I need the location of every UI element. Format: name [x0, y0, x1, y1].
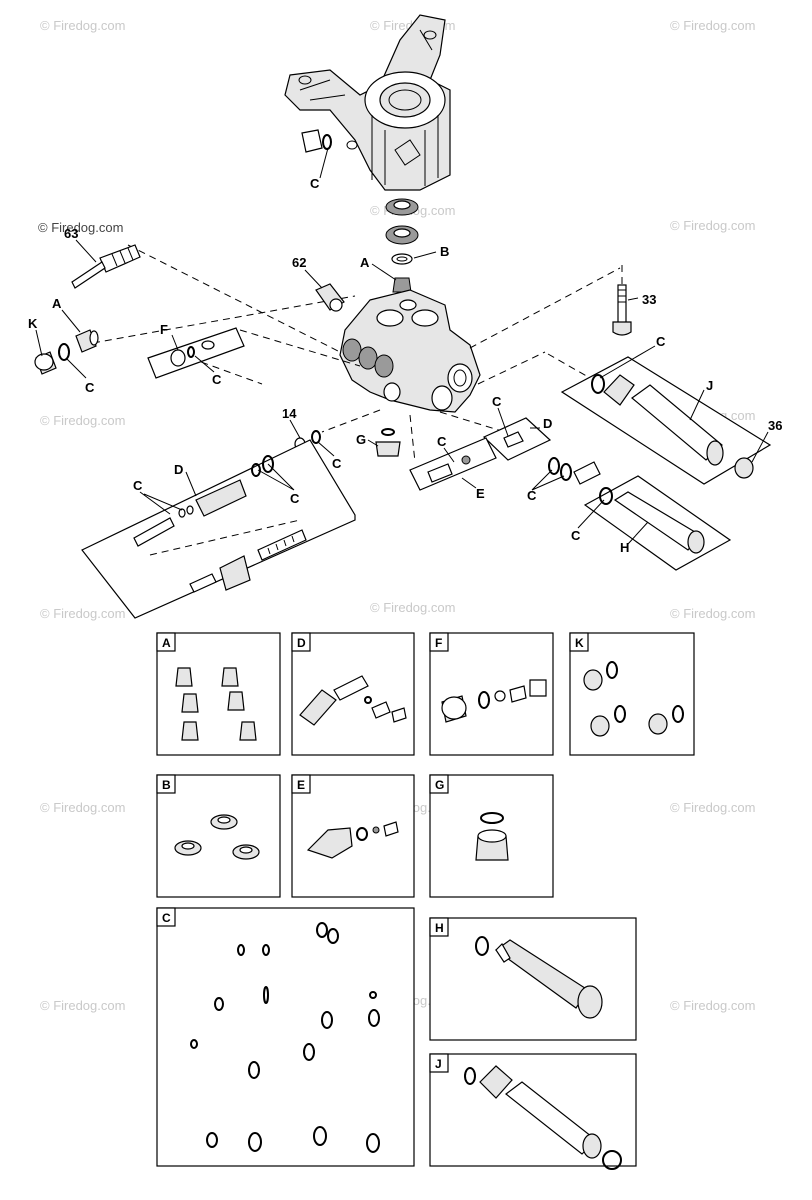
callout-c-left: C [85, 380, 95, 395]
callout-g: G [356, 432, 366, 447]
kit-panel-d: D [291, 632, 415, 756]
watermark: © Firedog.com [40, 800, 125, 815]
callout-c-pair: C [527, 488, 537, 503]
kit-letter-k: K [575, 636, 584, 650]
callout-c-h: C [571, 528, 581, 543]
kit-panel-a: A [156, 632, 281, 756]
watermark: © Firedog.com [40, 998, 125, 1013]
watermark: © Firedog.com [40, 18, 125, 33]
callout-c-d-left1: C [133, 478, 143, 493]
watermark: © Firedog.com [670, 998, 755, 1013]
callout-k: K [28, 316, 38, 331]
watermark: © Firedog.com [40, 606, 125, 621]
callout-b: B [440, 244, 449, 259]
callout-62: 62 [292, 255, 306, 270]
callout-h: H [620, 540, 629, 555]
callout-c-right: C [656, 334, 666, 349]
part-36 [734, 457, 754, 479]
crankcase-housing [284, 14, 451, 191]
callout-63: 63 [64, 226, 78, 241]
kit-letter-b: B [162, 778, 171, 792]
kit-letter-e: E [297, 778, 305, 792]
callout-c-f: C [212, 372, 222, 387]
kit-panel-j: J [429, 1053, 637, 1170]
callout-j: J [706, 378, 713, 393]
kit-letter-g: G [435, 778, 444, 792]
kit-letter-j: J [435, 1057, 442, 1071]
pump-manifold [339, 289, 481, 413]
callout-a-mid: A [360, 255, 370, 270]
watermark: © Firedog.com [670, 606, 755, 621]
kit-panel-g: G [429, 774, 554, 898]
kit-letter-c: C [162, 911, 171, 925]
callout-labels: C 63 A K C F C 62 A B 33 C J 36 14 C G C… [28, 176, 782, 555]
dashed-guides [92, 244, 623, 463]
fitting-a-left [75, 329, 99, 353]
callout-f: F [160, 322, 168, 337]
unloader-fitting-63 [71, 244, 141, 289]
callout-14: 14 [282, 406, 297, 421]
kit-j-callout-box [560, 356, 772, 485]
callout-e: E [476, 486, 485, 501]
callout-d-left: D [174, 462, 183, 477]
kit-h-callout-box [583, 475, 732, 571]
plug-g [375, 428, 401, 457]
kit-panel-e: E [291, 774, 415, 898]
kit-panel-b: B [156, 774, 281, 898]
callout-c-e: C [437, 434, 447, 449]
kit-e-callout-box [409, 437, 497, 491]
callout-36: 36 [768, 418, 782, 433]
injector-62 [315, 283, 345, 312]
callout-d-right: D [543, 416, 552, 431]
callout-c-14: C [332, 456, 342, 471]
kit-letter-d: D [297, 636, 306, 650]
bolt-33 [612, 284, 632, 336]
watermark: © Firedog.com [670, 18, 755, 33]
kit-panel-c: C [156, 907, 415, 1167]
kit-panel-f: F [429, 632, 554, 756]
kit-letter-f: F [435, 636, 442, 650]
leader-lines [35, 147, 769, 545]
callout-c-top: C [310, 176, 320, 191]
c-rings-and-spring [548, 457, 601, 485]
watermark-dark: © Firedog.com [38, 220, 123, 235]
kit-letter-h: H [435, 921, 444, 935]
kit-letter-a: A [162, 636, 171, 650]
seal-stack [385, 198, 419, 293]
watermark: © Firedog.com [40, 413, 125, 428]
watermark: © Firedog.com [670, 218, 755, 233]
callout-a-left: A [52, 296, 62, 311]
callout-c-d-left2: C [290, 491, 300, 506]
callout-c-d-right: C [492, 394, 502, 409]
kit-panel-h: H [429, 917, 637, 1041]
watermark: © Firedog.com [370, 600, 455, 615]
plug-k [34, 343, 70, 375]
kit-d-callout-box [81, 439, 356, 619]
callout-33: 33 [642, 292, 656, 307]
kit-panel-k: K [569, 632, 695, 756]
watermark: © Firedog.com [670, 800, 755, 815]
